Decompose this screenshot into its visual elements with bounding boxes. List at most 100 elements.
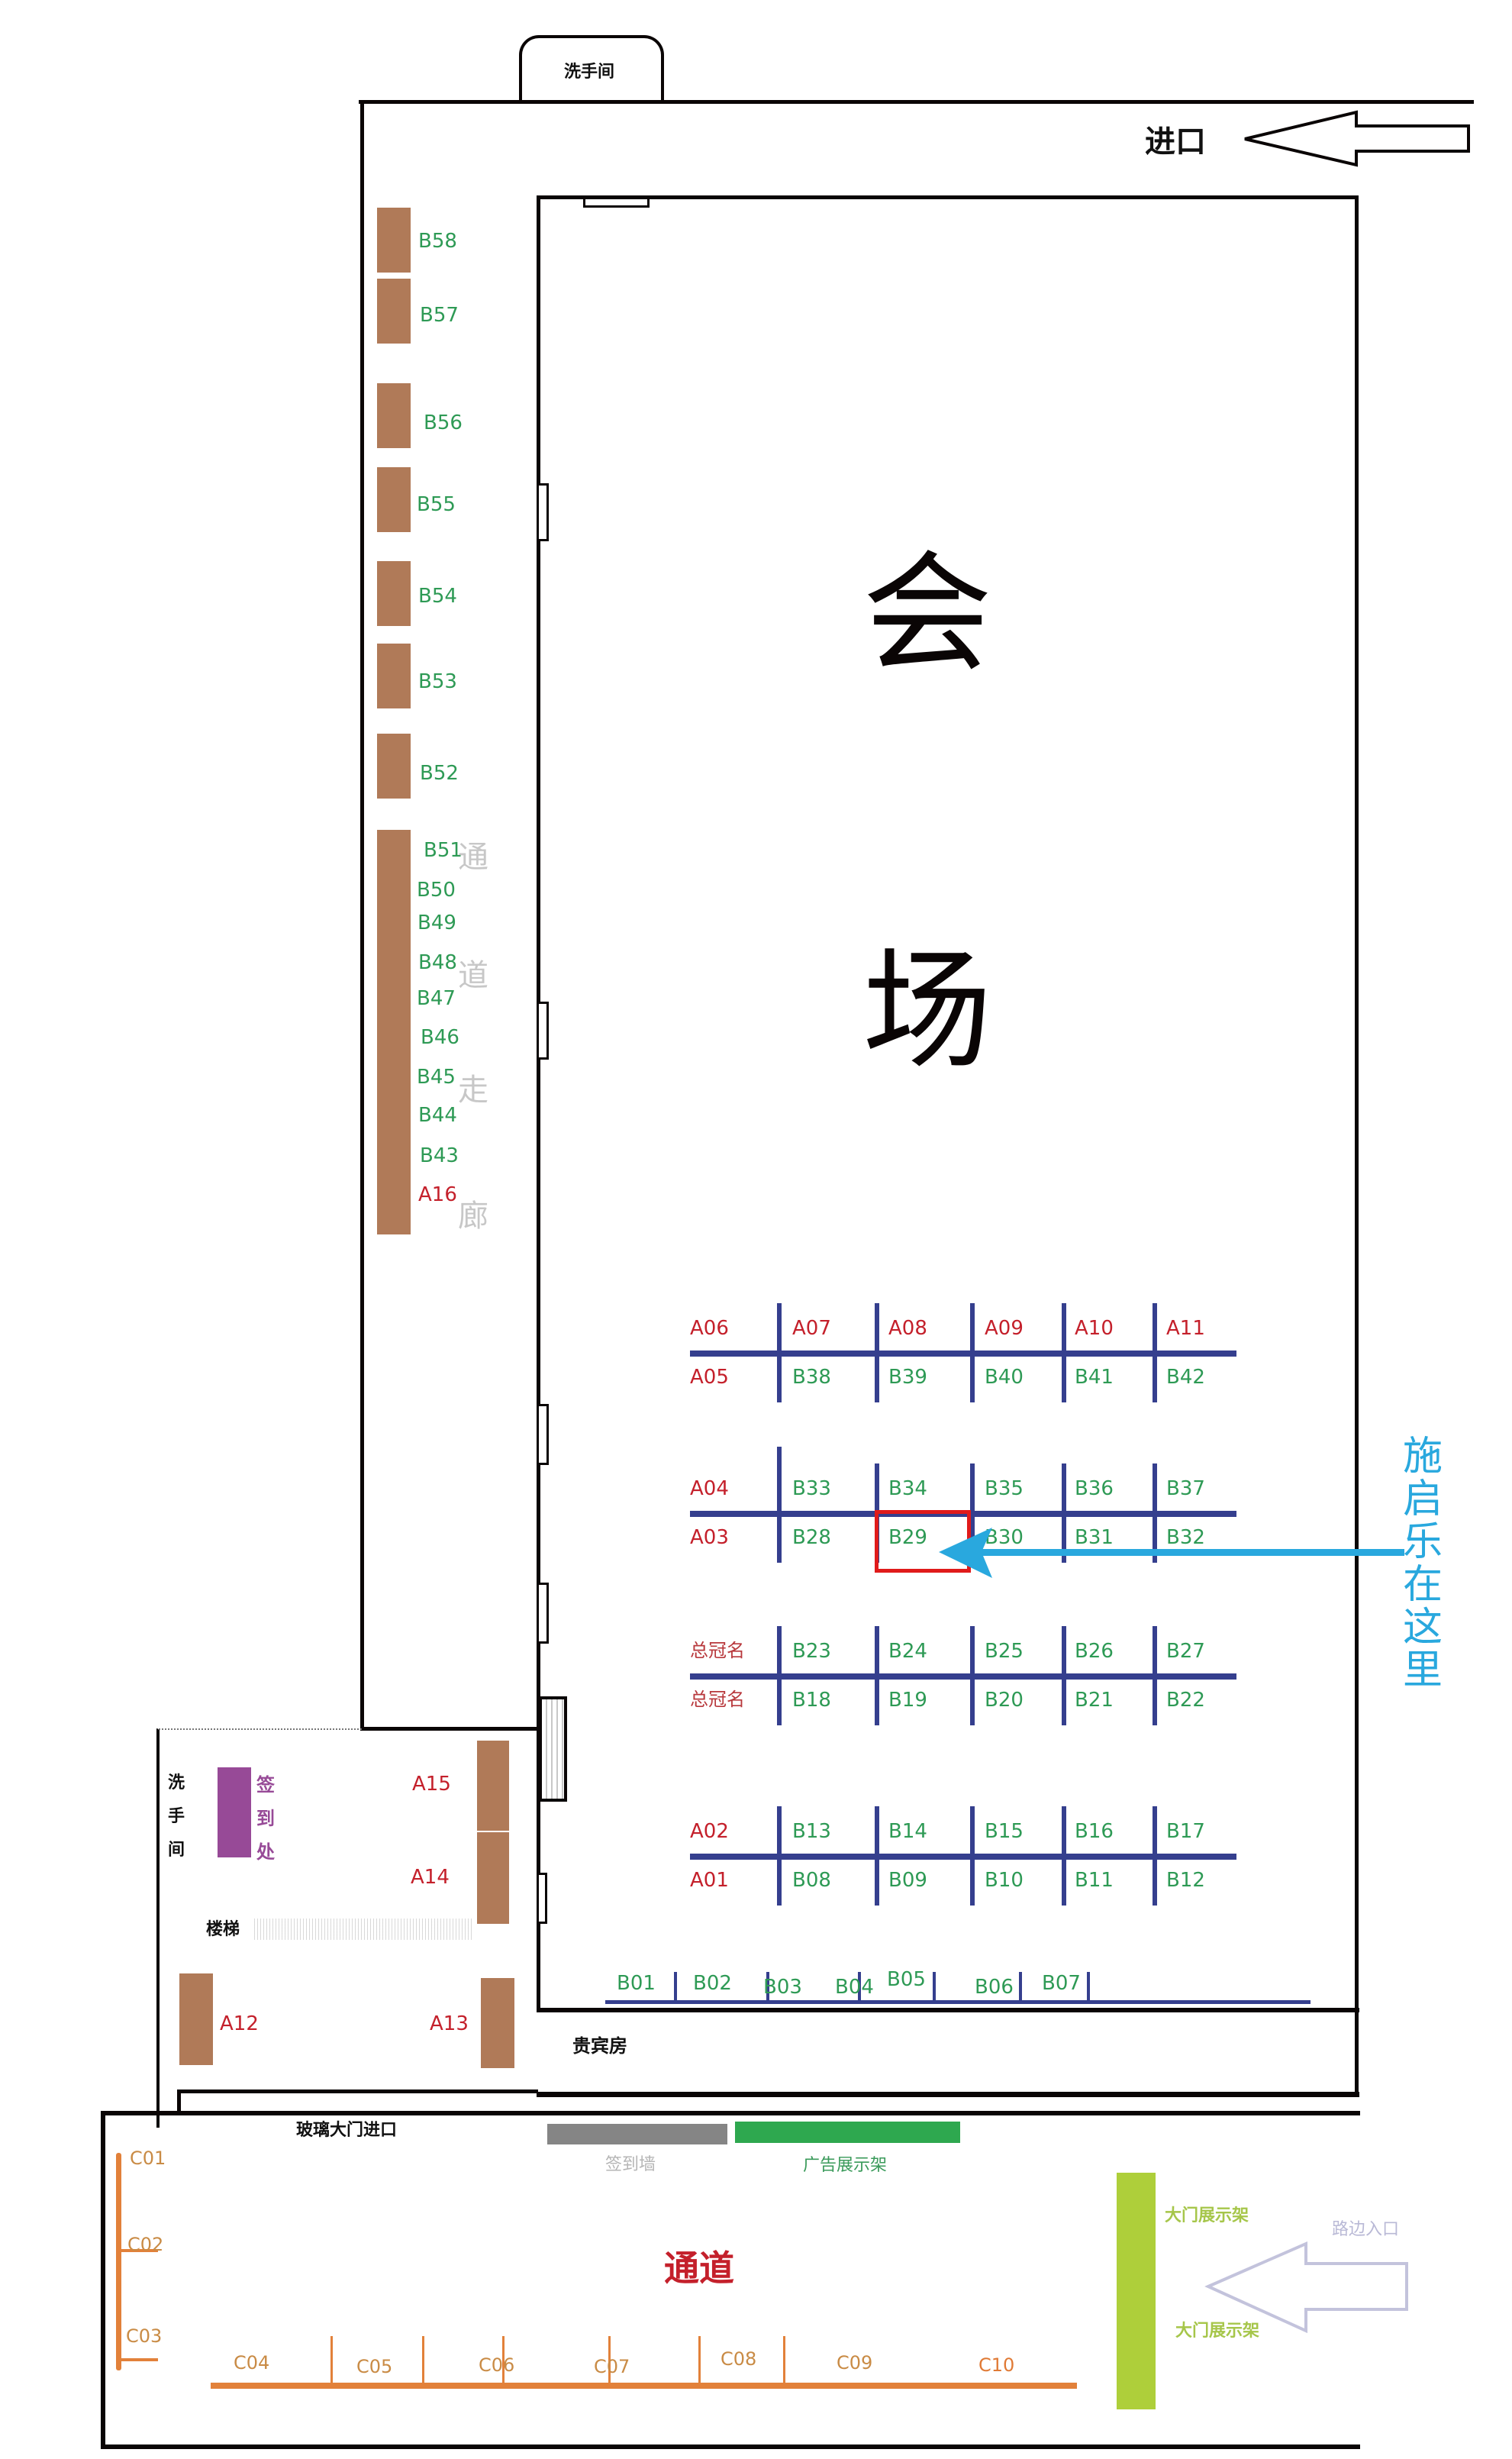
booth-label-C07[interactable]: C07 [594,2356,630,2377]
booth-label-B10[interactable]: B10 [985,1869,1024,1892]
booth-label-B37[interactable]: B37 [1166,1477,1205,1500]
booth-divider [1153,1463,1157,1563]
booth-label-B31[interactable]: B31 [1075,1526,1114,1549]
booth-label-A05[interactable]: A05 [690,1366,729,1389]
booth-label-B34[interactable]: B34 [888,1477,927,1500]
booth-B55[interactable] [377,467,411,532]
booth-label-C09[interactable]: C09 [837,2352,873,2373]
booth-label-B25[interactable]: B25 [985,1640,1024,1663]
booth-divider [1062,1303,1066,1402]
booth-label-B15[interactable]: B15 [985,1820,1024,1843]
lobby-restroom-label: 洗手间 [168,1773,185,1860]
booth-label-B26[interactable]: B26 [1075,1640,1114,1663]
checkin-label: 签到处 [256,1774,275,1863]
front-row-divider [674,1972,677,2002]
booth-label-A07[interactable]: A07 [792,1317,831,1340]
booth-B58[interactable] [377,208,411,273]
gate-display-rack-1-label: 大门展示架 [1165,2206,1249,2225]
hall-left-door-3[interactable] [537,1404,549,1465]
booth-label-B40[interactable]: B40 [985,1366,1024,1389]
booth-label-B39[interactable]: B39 [888,1366,927,1389]
booth-label-B45: B45 [417,1066,456,1089]
booth-label-B20[interactable]: B20 [985,1689,1024,1712]
booth-label-A06[interactable]: A06 [690,1317,729,1340]
hall-stair-entry[interactable] [539,1696,567,1802]
booth-B57[interactable] [377,279,411,344]
booth-label-B29[interactable]: B29 [888,1526,927,1549]
booth-label-B04[interactable]: B04 [835,1976,874,1999]
booth-label-B13[interactable]: B13 [792,1820,831,1843]
booth-label-B18[interactable]: B18 [792,1689,831,1712]
booth-B53[interactable] [377,644,411,708]
hall-left-door-4[interactable] [537,1583,549,1644]
booth-A16[interactable] [377,1176,411,1234]
booth-label-B12[interactable]: B12 [1166,1869,1205,1892]
booth-label-C05[interactable]: C05 [356,2356,393,2377]
booth-label-B05[interactable]: B05 [887,1968,926,1991]
vip-bottom-wall [537,2092,1359,2097]
booth-B54[interactable] [377,561,411,626]
booth-label-B06[interactable]: B06 [975,1976,1014,1999]
booth-label-B22[interactable]: B22 [1166,1689,1205,1712]
booth-label-B14[interactable]: B14 [888,1820,927,1843]
booth-A12[interactable] [179,1973,213,2065]
booth-label-B38[interactable]: B38 [792,1366,831,1389]
checkin-desk[interactable] [218,1767,251,1857]
booth-B52[interactable] [377,734,411,799]
booth-label-C03[interactable]: C03 [126,2325,163,2347]
booth-label-B41[interactable]: B41 [1075,1366,1114,1389]
booth-label-B23[interactable]: B23 [792,1640,831,1663]
booth-label-C01[interactable]: C01 [130,2148,166,2169]
booth-label-B02[interactable]: B02 [693,1972,732,1995]
signin-wall [547,2124,727,2144]
booth-label-B55: B55 [417,493,456,516]
booth-label-A04[interactable]: A04 [690,1477,729,1500]
booth-A13[interactable] [481,1978,514,2068]
booth-label-B36[interactable]: B36 [1075,1477,1114,1500]
booth-label-C04[interactable]: C04 [234,2352,270,2373]
hall-left-door-2[interactable] [537,1002,549,1060]
booth-label-A10[interactable]: A10 [1075,1317,1114,1340]
booth-label-B09[interactable]: B09 [888,1869,927,1892]
booth-label-B21[interactable]: B21 [1075,1689,1114,1712]
booth-divider [777,1447,782,1563]
booth-label-B16[interactable]: B16 [1075,1820,1114,1843]
booth-label-B07[interactable]: B07 [1042,1972,1081,1995]
lobby-inner-wall [177,2090,538,2093]
booth-label-C08[interactable]: C08 [721,2348,757,2370]
corridor-bottom-wall [363,1727,538,1731]
booth-label-B01[interactable]: B01 [617,1972,656,1995]
booth-label-A09[interactable]: A09 [985,1317,1024,1340]
booth-label-B19[interactable]: B19 [888,1689,927,1712]
booth-A14[interactable] [477,1832,509,1924]
booth-label-A03[interactable]: A03 [690,1526,729,1549]
booth-label-B08[interactable]: B08 [792,1869,831,1892]
booth-label-B30[interactable]: B30 [985,1526,1024,1549]
booth-label-B03[interactable]: B03 [763,1976,802,1999]
front-row-divider [1019,1972,1022,2002]
booth-label-B35[interactable]: B35 [985,1477,1024,1500]
booth-label-B42[interactable]: B42 [1166,1366,1205,1389]
booth-label-A01[interactable]: A01 [690,1869,729,1892]
booth-label-B28[interactable]: B28 [792,1526,831,1549]
booth-label-B17[interactable]: B17 [1166,1820,1205,1843]
booth-label-C10[interactable]: C10 [978,2354,1015,2376]
vip-room-label: 贵宾房 [572,2035,627,2057]
hall-top-door[interactable] [583,197,650,208]
booth-label-A08[interactable]: A08 [888,1317,927,1340]
hall-left-door-1[interactable] [537,483,549,541]
booth-B56[interactable] [377,383,411,448]
booth-label-总冠名[interactable]: 总冠名 [690,1689,745,1710]
booth-label-B32[interactable]: B32 [1166,1526,1205,1549]
booth-A15[interactable] [477,1741,509,1831]
booth-label-A02[interactable]: A02 [690,1820,729,1843]
booth-label-总冠名[interactable]: 总冠名 [690,1640,745,1661]
booth-label-C02[interactable]: C02 [127,2234,164,2255]
booth-label-B33[interactable]: B33 [792,1477,831,1500]
booth-label-C06[interactable]: C06 [479,2354,515,2376]
booth-label-A11[interactable]: A11 [1166,1317,1205,1340]
booth-label-B27[interactable]: B27 [1166,1640,1205,1663]
booth-label-B24[interactable]: B24 [888,1640,927,1663]
hall-left-door-5[interactable] [537,1873,547,1924]
booth-label-B11[interactable]: B11 [1075,1869,1114,1892]
